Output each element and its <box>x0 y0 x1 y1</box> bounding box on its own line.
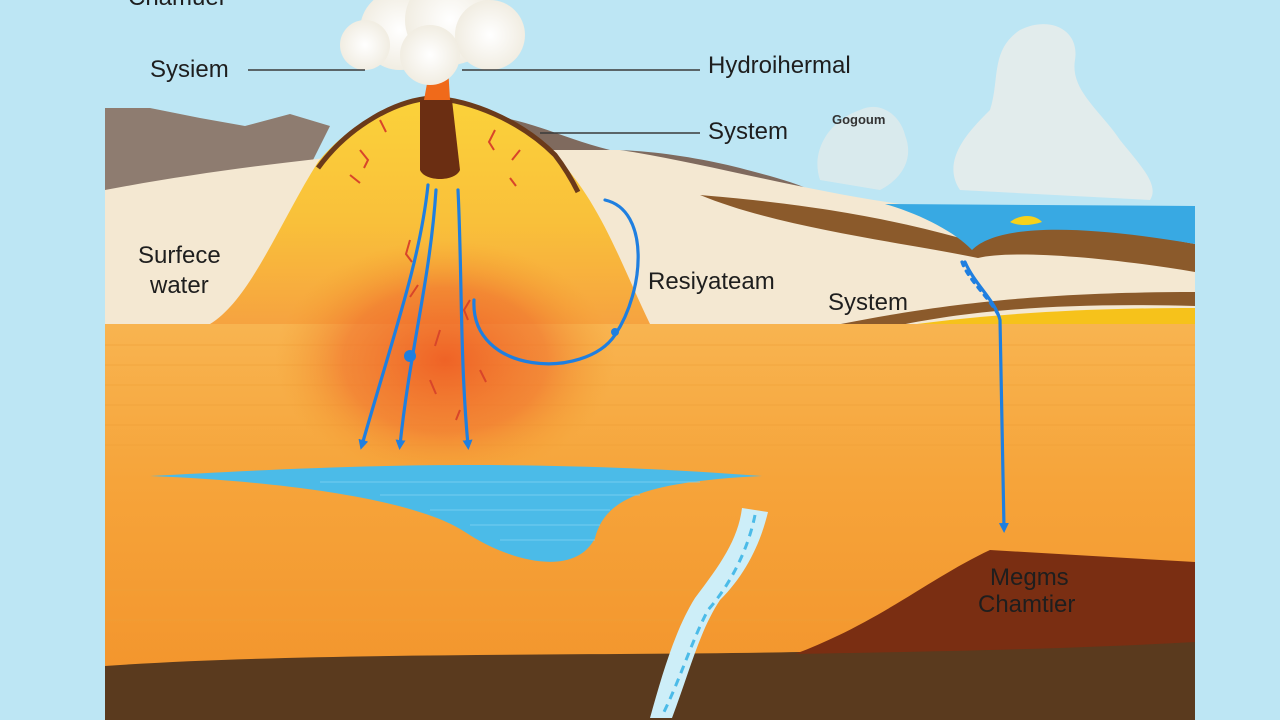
label-system-mid: System <box>708 118 788 145</box>
label-system-left: Sysiem <box>150 56 229 83</box>
water-flow-arrows <box>358 183 1009 533</box>
right-lower-stratum <box>800 292 1195 332</box>
label-surface-water-line2: water <box>149 272 209 299</box>
label-chamber-top: Chamuer <box>128 0 227 11</box>
downflow-arrow-middle <box>395 188 438 450</box>
distant-steam-wisp <box>817 106 909 190</box>
lake-shore-yellow <box>1010 216 1042 225</box>
magma-chamber <box>795 550 1195 654</box>
recharge-dashes <box>960 260 1002 320</box>
loop-node <box>611 328 619 336</box>
volcano-outline <box>315 95 581 194</box>
label-system-right: System <box>828 289 908 316</box>
downflow-arrow-left <box>358 183 430 450</box>
label-small: Gogoum <box>832 112 885 127</box>
label-surface-water-line1: Surfece <box>138 242 221 269</box>
aquifer-lens <box>150 465 762 562</box>
recharge-arrow-right <box>963 260 1009 533</box>
fracture-markings <box>660 514 757 717</box>
flow-node <box>404 350 416 362</box>
surface-lake <box>885 204 1195 250</box>
volcano-conduit <box>420 100 460 179</box>
label-hydrothermal: Hydroihermal <box>708 52 851 79</box>
downflow-arrow-right <box>456 188 473 450</box>
aquifer-striations <box>320 481 700 541</box>
right-brown-stratum <box>700 195 1195 272</box>
label-reservoir: Resiyateam <box>648 268 775 295</box>
label-magma-chamber-line1: Megms <box>990 564 1069 591</box>
heat-plume <box>275 240 615 480</box>
summit-steam-cloud <box>340 0 525 85</box>
heat-fissures <box>349 119 521 421</box>
distant-steam-plume <box>953 24 1153 200</box>
label-magma-chamber-line2: Chamtier <box>978 591 1075 618</box>
